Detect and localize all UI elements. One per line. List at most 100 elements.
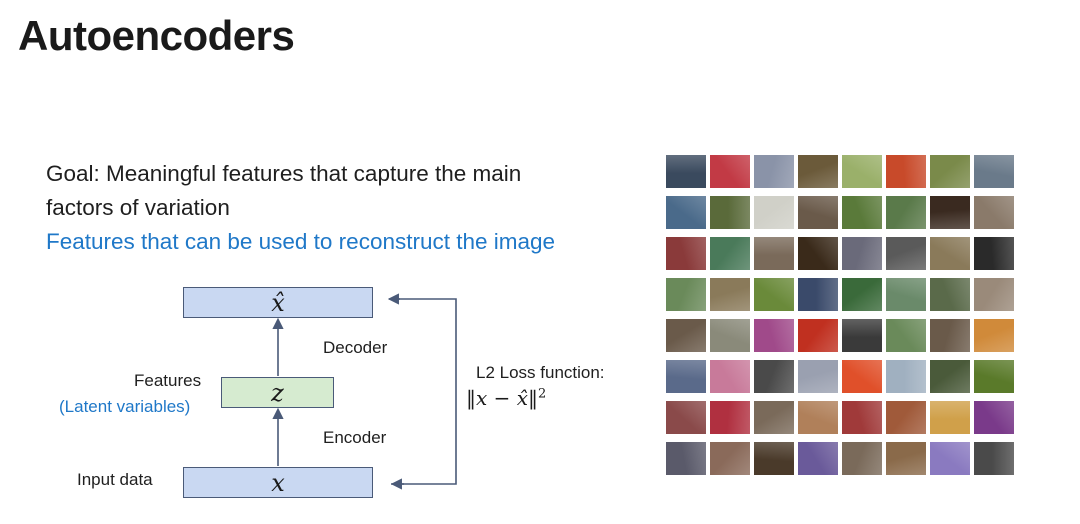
thumbnail-fill <box>754 196 794 229</box>
image-thumbnail <box>972 440 1016 481</box>
image-thumbnail <box>928 276 972 317</box>
thumbnail-fill <box>666 237 706 270</box>
loss-bracket <box>389 298 457 485</box>
thumbnail-fill <box>798 196 838 229</box>
thumbnail-fill <box>666 442 706 475</box>
loss-norm: ‖x − x̂‖ <box>466 386 539 410</box>
image-thumbnail <box>840 235 884 276</box>
image-thumbnail <box>796 194 840 235</box>
thumbnail-fill <box>842 442 882 475</box>
thumbnail-fill <box>798 237 838 270</box>
thumbnail-fill <box>754 155 794 188</box>
thumbnail-fill <box>798 442 838 475</box>
decoder-label: Decoder <box>323 338 388 357</box>
thumbnail-fill <box>886 196 926 229</box>
image-thumbnail <box>752 235 796 276</box>
thumbnail-fill <box>974 278 1014 311</box>
image-thumbnail <box>752 276 796 317</box>
thumbnail-fill <box>886 360 926 393</box>
image-thumbnail <box>928 358 972 399</box>
thumbnail-fill <box>930 360 970 393</box>
thumbnail-fill <box>842 278 882 311</box>
thumbnail-fill <box>710 155 750 188</box>
image-thumbnail <box>840 194 884 235</box>
image-thumbnail <box>884 153 928 194</box>
thumbnail-fill <box>974 155 1014 188</box>
thumbnail-fill <box>798 319 838 352</box>
image-thumbnail <box>884 235 928 276</box>
goal-line-2: factors of variation <box>46 195 230 220</box>
thumbnail-fill <box>798 278 838 311</box>
thumbnail-fill <box>930 155 970 188</box>
image-thumbnail <box>928 153 972 194</box>
encoder-label: Encoder <box>323 428 387 447</box>
image-thumbnail <box>708 153 752 194</box>
thumbnail-fill <box>886 442 926 475</box>
thumbnail-fill <box>842 196 882 229</box>
image-thumbnail <box>884 358 928 399</box>
image-thumbnail <box>708 194 752 235</box>
features-label: Features <box>134 371 202 390</box>
image-thumbnail <box>664 276 708 317</box>
image-thumbnail <box>708 235 752 276</box>
thumbnail-fill <box>754 319 794 352</box>
thumbnail-fill <box>666 196 706 229</box>
image-thumbnail <box>664 440 708 481</box>
image-thumbnail <box>928 440 972 481</box>
image-thumbnail <box>796 276 840 317</box>
loss-label: L2 Loss function: <box>476 363 605 382</box>
thumbnail-fill <box>798 401 838 434</box>
thumbnail-fill <box>798 155 838 188</box>
image-thumbnail <box>972 399 1016 440</box>
image-thumbnail <box>972 317 1016 358</box>
image-thumbnail <box>796 399 840 440</box>
goal-line-1: Goal: Meaningful features that capture t… <box>46 161 522 186</box>
image-thumbnail <box>928 399 972 440</box>
image-thumbnail <box>752 153 796 194</box>
image-thumbnail <box>664 235 708 276</box>
thumbnail-fill <box>666 278 706 311</box>
image-thumbnail <box>840 440 884 481</box>
thumbnail-fill <box>974 319 1014 352</box>
goal-text: Goal: Meaningful features that capture t… <box>46 157 646 259</box>
input-box: x <box>183 467 373 498</box>
thumbnail-fill <box>842 237 882 270</box>
image-thumbnail <box>972 194 1016 235</box>
thumbnail-fill <box>666 155 706 188</box>
thumbnail-fill <box>710 360 750 393</box>
thumbnail-fill <box>842 360 882 393</box>
image-thumbnail <box>708 440 752 481</box>
thumbnail-fill <box>842 401 882 434</box>
goal-line-3: Features that can be used to reconstruct… <box>46 229 556 254</box>
thumbnail-fill <box>710 237 750 270</box>
image-thumbnail <box>796 317 840 358</box>
image-thumbnail <box>840 153 884 194</box>
image-thumbnail <box>928 194 972 235</box>
thumbnail-fill <box>710 278 750 311</box>
image-thumbnail <box>708 358 752 399</box>
thumbnail-fill <box>886 237 926 270</box>
image-thumbnail <box>664 399 708 440</box>
thumbnail-fill <box>886 401 926 434</box>
image-thumbnail <box>928 317 972 358</box>
image-thumbnail <box>884 440 928 481</box>
image-thumbnail <box>664 153 708 194</box>
image-thumbnail <box>708 276 752 317</box>
loss-power: 2 <box>538 386 547 402</box>
thumbnail-fill <box>754 401 794 434</box>
image-thumbnail <box>840 399 884 440</box>
image-thumbnail <box>928 235 972 276</box>
image-thumbnail <box>708 317 752 358</box>
latent-variables-label: (Latent variables) <box>59 397 191 416</box>
image-thumbnail <box>664 317 708 358</box>
thumbnail-fill <box>710 401 750 434</box>
image-thumbnail <box>796 440 840 481</box>
input-symbol: x <box>271 468 285 497</box>
thumbnail-fill <box>974 442 1014 475</box>
image-thumbnail <box>752 358 796 399</box>
thumbnail-fill <box>842 155 882 188</box>
thumbnail-fill <box>842 319 882 352</box>
image-thumbnail <box>884 276 928 317</box>
image-thumbnail <box>840 317 884 358</box>
